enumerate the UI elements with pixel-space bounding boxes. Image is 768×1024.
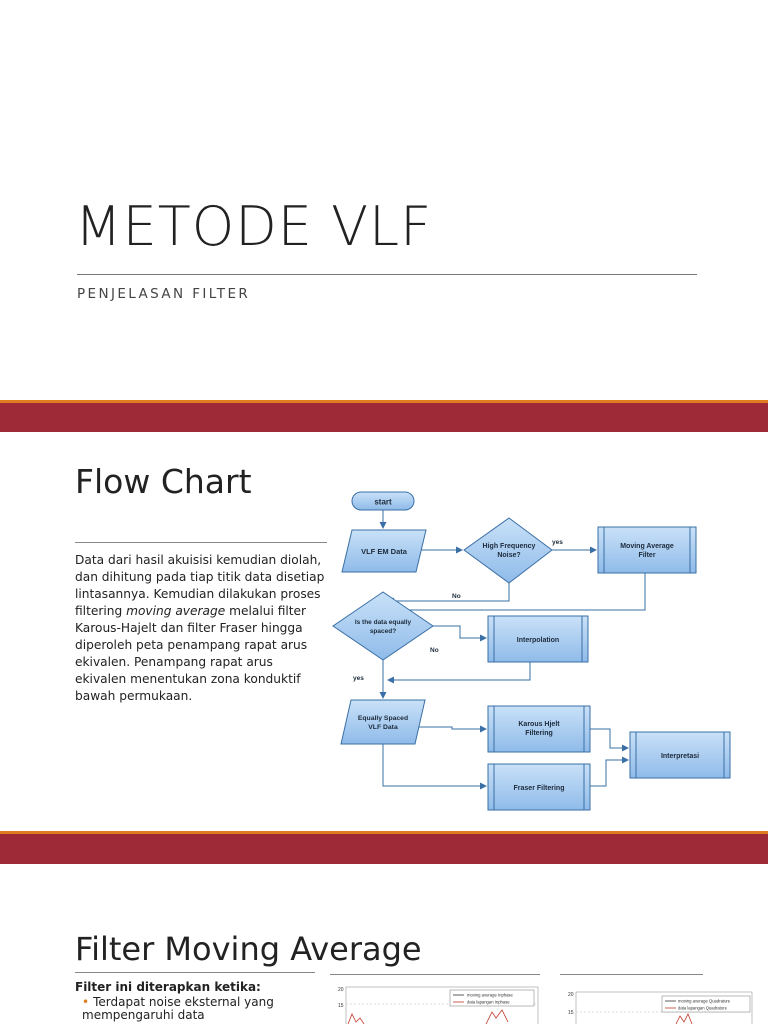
flowchart-diagram: start VLF EM Data High Frequency Noise? … xyxy=(332,491,731,811)
title-divider xyxy=(77,274,697,275)
flow-label-moving-average-2: Filter xyxy=(638,552,655,559)
flow-node-vlf-em-data xyxy=(341,529,427,573)
connector-spaced-karous xyxy=(417,725,487,733)
description-text-b: melalui filter Karous-Hajelt dan filter … xyxy=(75,604,308,703)
flow-node-karous-hjelt xyxy=(487,705,591,753)
connector-noise-no xyxy=(387,583,510,605)
chart-inphase: 20 15 moving average Inphase data lapang… xyxy=(338,986,539,1024)
chart-inphase-legend-1: moving average Inphase xyxy=(467,993,514,998)
flow-node-equally-spaced-data xyxy=(340,699,426,745)
flow-label-high-frequency-1: High Frequency xyxy=(483,543,536,550)
flow-label-interpolation: Interpolation xyxy=(517,637,559,644)
connector-fraser-interp xyxy=(590,756,629,787)
chart-divider-left xyxy=(330,974,540,975)
slide-title-heading: METODE VLF xyxy=(75,195,433,258)
moving-average-divider xyxy=(75,972,315,973)
bullet-marker: • xyxy=(82,995,90,1009)
flow-label-no-1: No xyxy=(452,593,461,600)
chart-quadrature-ytick-2: 15 xyxy=(568,1010,574,1016)
separator-accent-line xyxy=(0,400,768,403)
connector-equal-interp xyxy=(433,625,487,642)
moving-average-bullet: •Terdapat noise eksternal yang mempengar… xyxy=(82,996,322,1022)
flow-node-high-frequency-noise xyxy=(463,517,553,584)
connector-spaced-fraser xyxy=(382,744,487,790)
moving-average-lead: Filter ini diterapkan ketika: xyxy=(75,980,261,994)
slide-title-subtitle: PENJELASAN FILTER xyxy=(77,286,251,302)
moving-average-bullet-text: Terdapat noise eksternal yang mempengaru… xyxy=(82,995,274,1022)
flow-label-vlf-em-data: VLF EM Data xyxy=(361,547,408,556)
slide-filter-moving-average: Filter Moving Average Filter ini diterap… xyxy=(0,864,768,1024)
chart-inphase-series-left xyxy=(347,1013,365,1024)
separator-accent-line xyxy=(0,831,768,834)
slide-separator-band xyxy=(0,831,768,864)
flow-chart-description: Data dari hasil akuisisi kemudian diolah… xyxy=(75,552,325,705)
description-text-a: Data dari hasil akuisisi kemudian diolah… xyxy=(75,553,325,618)
flow-node-interpolation xyxy=(487,615,589,663)
chart-inphase-ytick-2: 15 xyxy=(338,1003,344,1009)
flow-label-yes-1: yes xyxy=(552,539,563,546)
flow-node-interpretasi xyxy=(629,731,731,779)
flow-label-equally-spaced-2: VLF Data xyxy=(368,724,398,731)
flow-node-moving-average xyxy=(597,526,697,574)
connector-moving-return xyxy=(395,573,646,614)
flow-chart-heading: Flow Chart xyxy=(75,462,252,501)
description-text-italic: moving average xyxy=(126,604,226,618)
flow-label-equally-question-1: Is the data equally xyxy=(355,619,412,626)
flow-label-karous-2: Filtering xyxy=(525,730,553,737)
chart-quadrature-legend-2: data lapangan Quadrature xyxy=(678,1006,728,1011)
flow-label-moving-average-1: Moving Average xyxy=(620,543,674,550)
flow-label-interpretasi: Interpretasi xyxy=(661,753,699,760)
connector-karous-interp xyxy=(590,728,629,752)
flow-chart-divider xyxy=(75,542,327,543)
chart-inphase-series-right xyxy=(485,1009,509,1024)
connector-interp-return xyxy=(387,662,531,684)
slide-flow-chart: Flow Chart Data dari hasil akuisisi kemu… xyxy=(0,432,768,831)
flow-label-karous-1: Karous Hjelt xyxy=(518,721,560,728)
chart-inphase-legend xyxy=(449,989,535,1007)
chart-quadrature-series xyxy=(675,1013,693,1024)
flow-node-start xyxy=(351,491,415,511)
chart-quadrature-legend xyxy=(661,995,751,1013)
flow-label-yes-2: yes xyxy=(353,675,364,682)
chart-quadrature-ytick-1: 20 xyxy=(568,992,574,998)
flow-label-equally-question-2: spaced? xyxy=(370,628,396,635)
flow-node-fraser xyxy=(487,763,591,811)
chart-quadrature-legend-1: moving average Quadrature xyxy=(678,999,731,1004)
flow-label-no-2: No xyxy=(430,647,439,654)
moving-average-heading: Filter Moving Average xyxy=(75,930,422,968)
flow-label-equally-spaced-1: Equally Spaced xyxy=(358,715,408,722)
slide-title: METODE VLF PENJELASAN FILTER xyxy=(0,0,768,400)
flow-node-equally-spaced-question xyxy=(332,591,434,661)
chart-divider-right xyxy=(560,974,703,975)
flow-label-high-frequency-2: Noise? xyxy=(497,552,520,559)
flow-label-fraser: Fraser Filtering xyxy=(514,785,565,792)
chart-inphase-ytick-1: 20 xyxy=(338,987,344,993)
slide-separator-band xyxy=(0,400,768,432)
chart-inphase-legend-2: data lapangan Inphase xyxy=(467,1000,510,1005)
chart-quadrature: 20 15 moving average Quadrature data lap… xyxy=(568,991,753,1024)
flow-label-start: start xyxy=(374,498,392,507)
